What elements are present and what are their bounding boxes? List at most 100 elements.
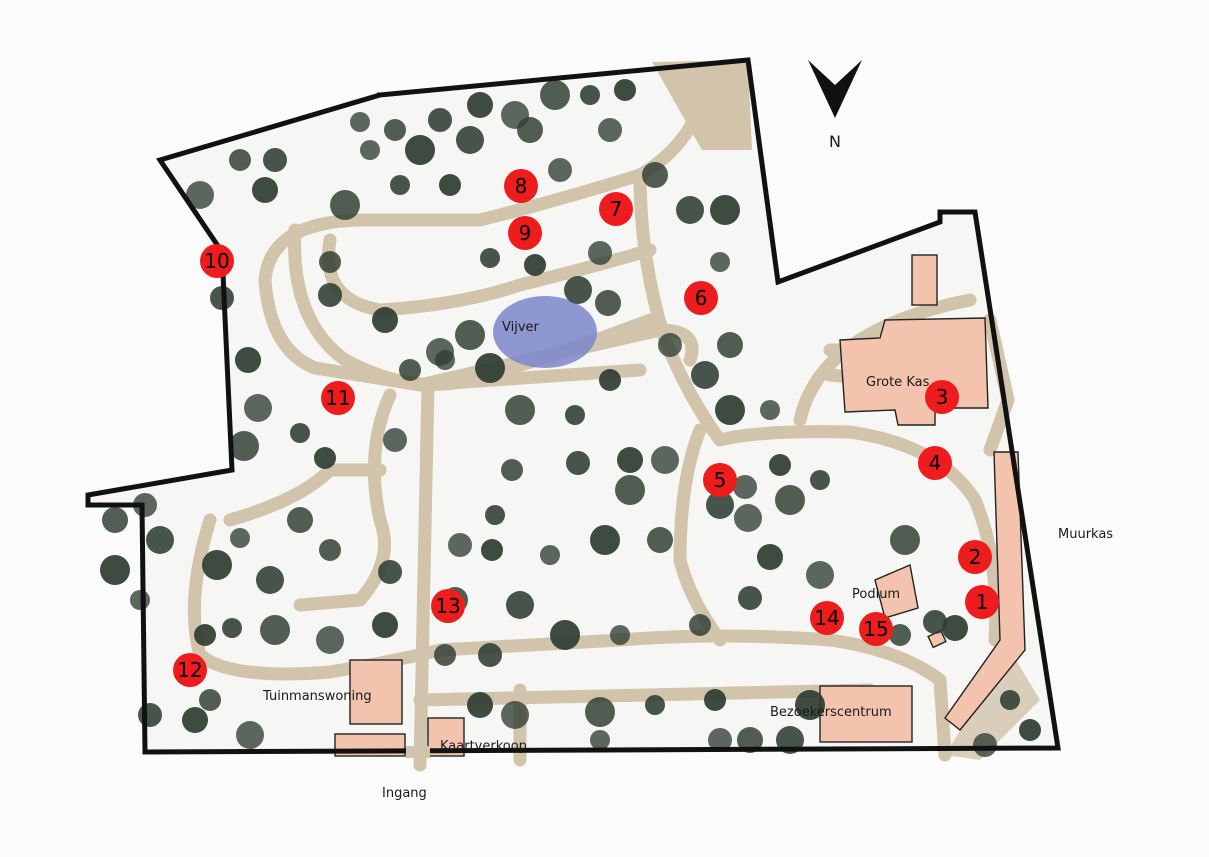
marker-label: 7 bbox=[610, 197, 623, 221]
tree-canopy bbox=[130, 590, 150, 610]
tree-canopy bbox=[614, 79, 636, 101]
tree-canopy bbox=[590, 525, 620, 555]
tree-canopy bbox=[617, 447, 643, 473]
tree-canopy bbox=[585, 697, 615, 727]
tree-canopy bbox=[738, 586, 762, 610]
marker-15[interactable]: 15 bbox=[859, 612, 893, 646]
tree-canopy bbox=[448, 533, 472, 557]
marker-label: 1 bbox=[976, 590, 989, 614]
tree-canopy bbox=[540, 545, 560, 565]
tree-canopy bbox=[383, 428, 407, 452]
tree-canopy bbox=[229, 149, 251, 171]
tree-canopy bbox=[236, 721, 264, 749]
tree-canopy bbox=[540, 80, 570, 110]
tree-canopy bbox=[590, 730, 610, 750]
tree-canopy bbox=[769, 454, 791, 476]
tree-canopy bbox=[384, 119, 406, 141]
tree-canopy bbox=[1000, 690, 1020, 710]
tree-canopy bbox=[1019, 719, 1041, 741]
tree-canopy bbox=[222, 618, 242, 638]
label-muurkas: Muurkas bbox=[1058, 527, 1113, 542]
tree-canopy bbox=[580, 85, 600, 105]
tree-canopy bbox=[806, 561, 834, 589]
tree-canopy bbox=[133, 493, 157, 517]
north-path-square bbox=[652, 60, 752, 150]
tree-canopy bbox=[717, 332, 743, 358]
tree-canopy bbox=[235, 347, 261, 373]
tuinmanswoning-building bbox=[349, 659, 403, 725]
label-vijver: Vijver bbox=[502, 320, 540, 335]
marker-5[interactable]: 5 bbox=[703, 463, 737, 497]
marker-1[interactable]: 1 bbox=[965, 585, 999, 619]
tree-canopy bbox=[456, 126, 484, 154]
marker-label: 14 bbox=[814, 606, 839, 630]
tree-canopy bbox=[710, 252, 730, 272]
tree-canopy bbox=[481, 539, 503, 561]
tree-canopy bbox=[598, 118, 622, 142]
tree-canopy bbox=[102, 507, 128, 533]
marker-label: 9 bbox=[519, 221, 532, 245]
label-podium: Podium bbox=[852, 587, 900, 602]
marker-9[interactable]: 9 bbox=[508, 216, 542, 250]
marker-12[interactable]: 12 bbox=[173, 653, 207, 687]
tree-canopy bbox=[588, 241, 612, 265]
tree-canopy bbox=[505, 395, 535, 425]
tree-canopy bbox=[146, 526, 174, 554]
tree-canopy bbox=[691, 361, 719, 389]
marker-8[interactable]: 8 bbox=[504, 169, 538, 203]
tree-canopy bbox=[138, 703, 162, 727]
tree-canopy bbox=[439, 174, 461, 196]
label-kaartverkoop: Kaartverkoop bbox=[440, 739, 527, 754]
tree-canopy bbox=[973, 733, 997, 757]
tree-canopy bbox=[566, 451, 590, 475]
marker-6[interactable]: 6 bbox=[684, 281, 718, 315]
tree-canopy bbox=[524, 254, 546, 276]
marker-label: 8 bbox=[515, 174, 528, 198]
tree-canopy bbox=[100, 555, 130, 585]
marker-label: 6 bbox=[695, 286, 708, 310]
tree-canopy bbox=[372, 307, 398, 333]
tree-canopy bbox=[199, 689, 221, 711]
shed-north bbox=[911, 254, 938, 306]
tree-canopy bbox=[710, 195, 740, 225]
tree-canopy bbox=[319, 251, 341, 273]
tree-canopy bbox=[467, 92, 493, 118]
marker-label: 5 bbox=[714, 468, 727, 492]
marker-4[interactable]: 4 bbox=[918, 446, 952, 480]
marker-11[interactable]: 11 bbox=[321, 381, 355, 415]
marker-3[interactable]: 3 bbox=[925, 380, 959, 414]
marker-label: 12 bbox=[177, 658, 202, 682]
marker-7[interactable]: 7 bbox=[599, 192, 633, 226]
tree-canopy bbox=[478, 643, 502, 667]
tree-canopy bbox=[757, 544, 783, 570]
tree-canopy bbox=[506, 591, 534, 619]
marker-13[interactable]: 13 bbox=[431, 589, 465, 623]
tree-canopy bbox=[890, 525, 920, 555]
tree-canopy bbox=[182, 707, 208, 733]
tree-canopy bbox=[475, 353, 505, 383]
marker-label: 4 bbox=[929, 451, 942, 475]
marker-2[interactable]: 2 bbox=[958, 540, 992, 574]
tree-canopy bbox=[405, 135, 435, 165]
marker-14[interactable]: 14 bbox=[810, 601, 844, 635]
tree-canopy bbox=[942, 615, 968, 641]
tree-canopy bbox=[658, 333, 682, 357]
tree-canopy bbox=[889, 624, 911, 646]
tree-canopy bbox=[350, 112, 370, 132]
tree-canopy bbox=[760, 400, 780, 420]
marker-10[interactable]: 10 bbox=[200, 244, 234, 278]
tree-canopy bbox=[647, 527, 673, 553]
tree-canopy bbox=[645, 695, 665, 715]
tree-canopy bbox=[399, 359, 421, 381]
tree-canopy bbox=[378, 560, 402, 584]
tree-canopy bbox=[734, 504, 762, 532]
tree-canopy bbox=[434, 644, 456, 666]
tree-canopy bbox=[260, 615, 290, 645]
tree-canopy bbox=[610, 625, 630, 645]
tree-canopy bbox=[676, 196, 704, 224]
tree-canopy bbox=[287, 507, 313, 533]
tree-canopy bbox=[194, 624, 216, 646]
tree-canopy bbox=[319, 539, 341, 561]
label-tuinmanswoning: Tuinmanswoning bbox=[262, 689, 372, 704]
